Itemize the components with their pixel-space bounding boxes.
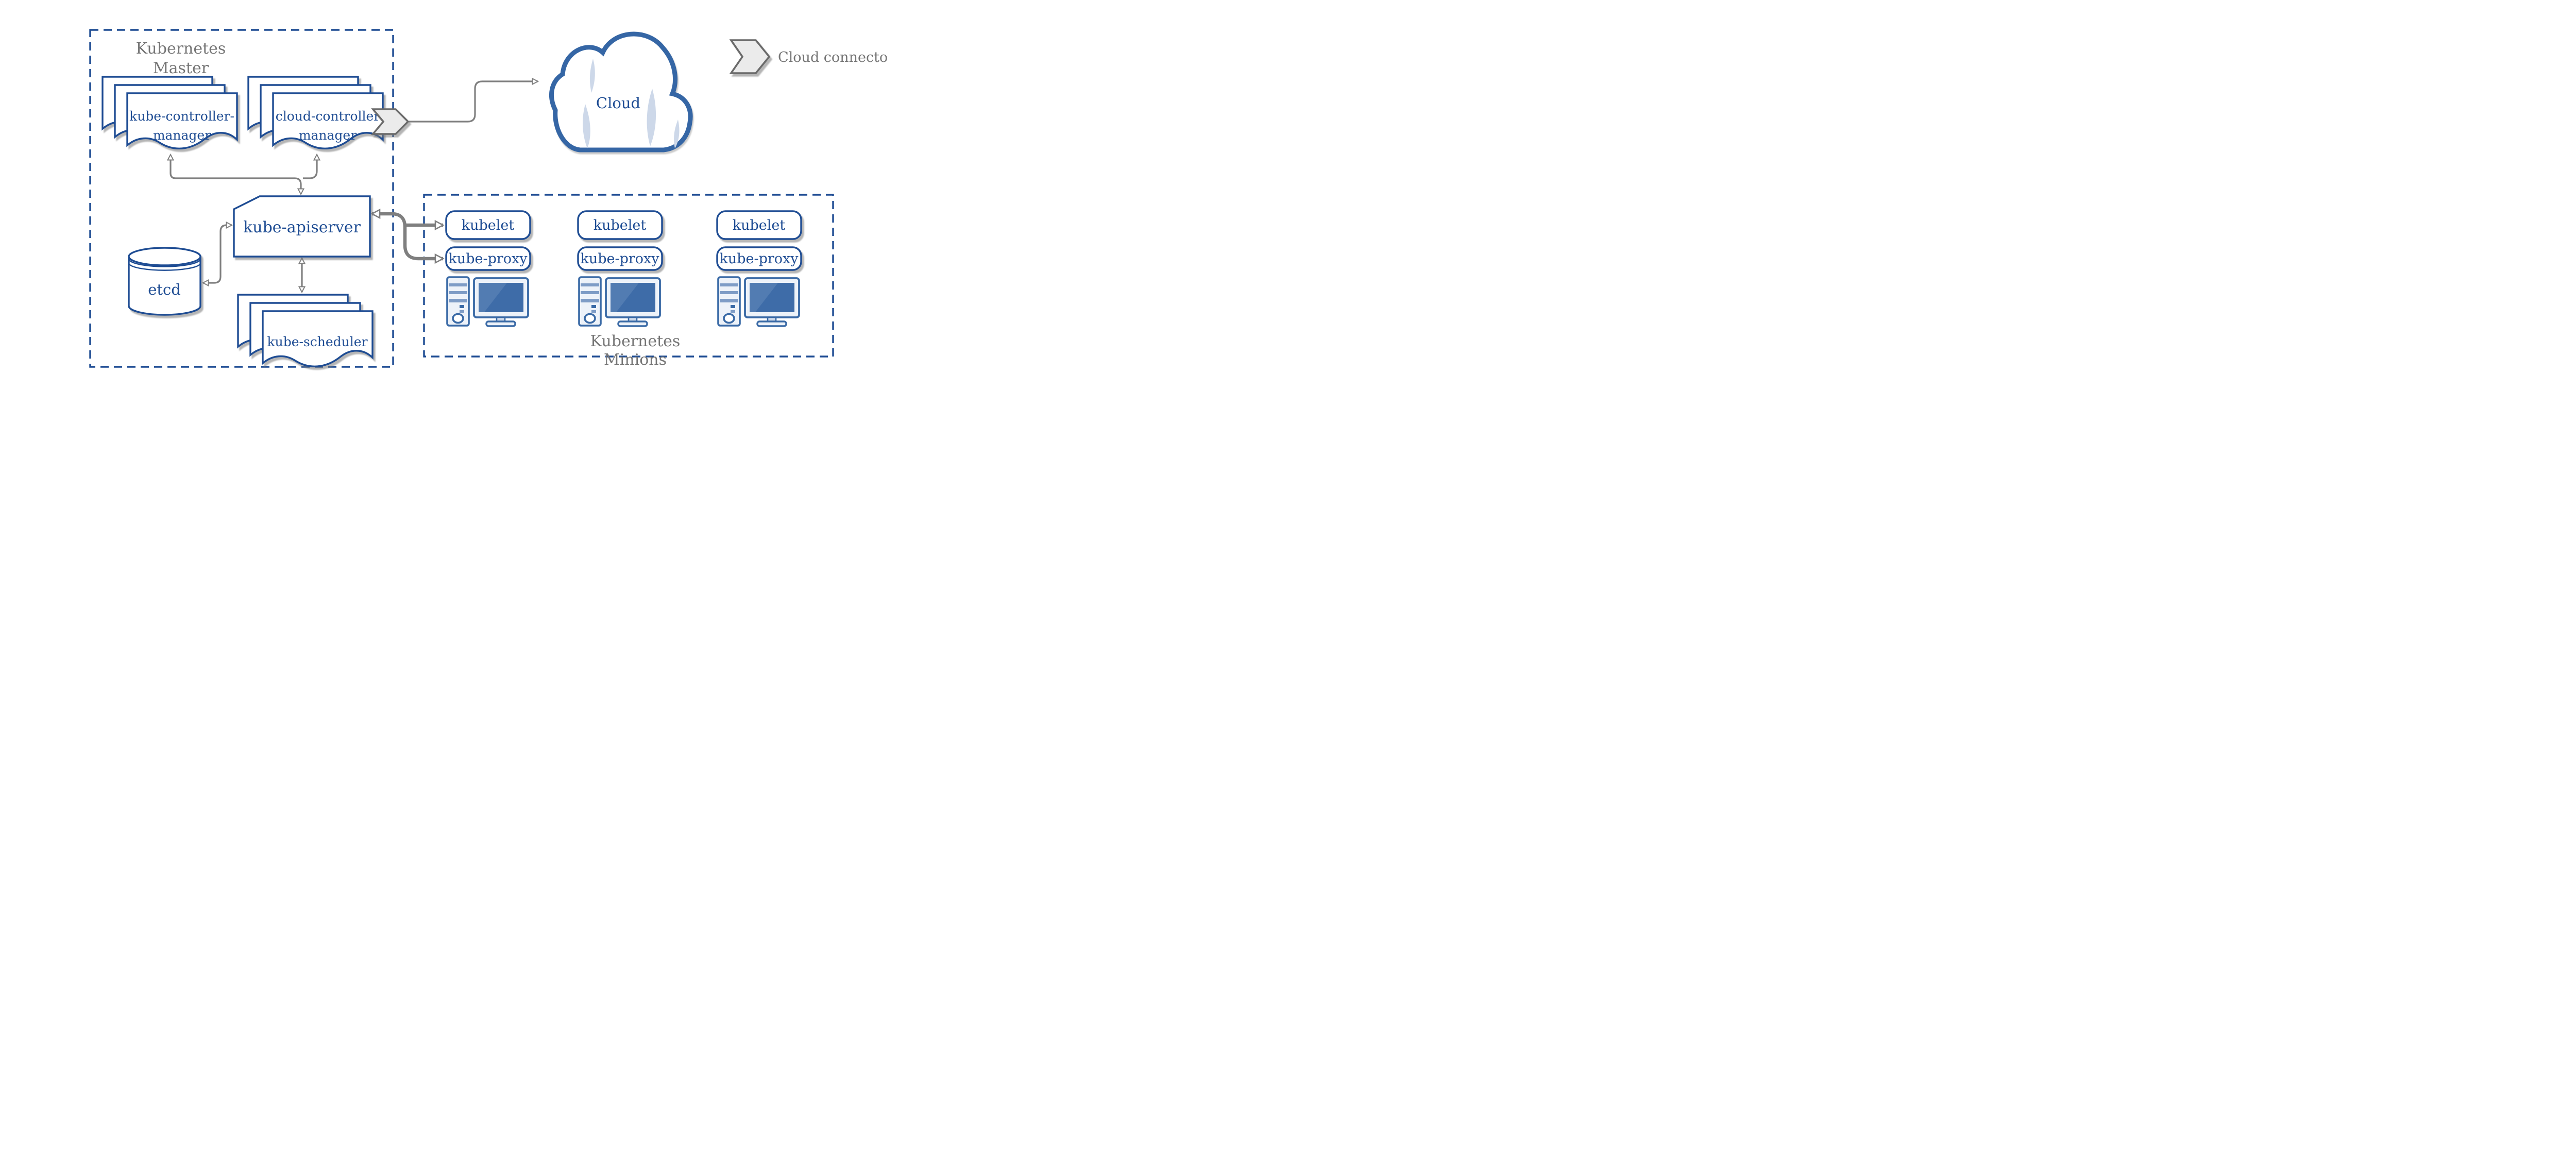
- kubelet-label: kubelet: [462, 217, 515, 233]
- etcd-database-icon: [128, 247, 201, 316]
- kubelet-label: kubelet: [594, 217, 647, 233]
- master-title-line1: Kubernetes: [136, 40, 226, 58]
- master-title-line2: Master: [153, 59, 209, 77]
- minion-node: kubelet kube-proxy: [577, 210, 663, 327]
- legend-cloud-connector-icon: [729, 39, 771, 74]
- legend-cloud-connector-label: Cloud connector: [778, 49, 888, 65]
- apiserver-controllers-connector: [171, 155, 317, 194]
- etcd-label: etcd: [148, 281, 181, 298]
- computer-icon: [578, 276, 661, 327]
- minions-title-line2: Minions: [604, 351, 667, 369]
- cloud-icon: [549, 31, 693, 152]
- minions-title-line1: Kubernetes: [590, 332, 681, 350]
- computer-icon: [717, 276, 800, 327]
- kube-proxy-box: [577, 246, 663, 271]
- etcd-apiserver-connector: [203, 225, 232, 283]
- kube-proxy-box: [716, 246, 802, 271]
- kubelet-box: [716, 210, 802, 240]
- kubelet-box: [577, 210, 663, 240]
- kube-apiserver-label: kube-apiserver: [243, 218, 361, 236]
- cloud-connector-arrow: [409, 81, 538, 123]
- kubernetes-master-boundary: [89, 29, 394, 368]
- kubelet-box: [445, 210, 531, 240]
- kubernetes-architecture-diagram: kube-controller- manager cloud-controlle…: [0, 0, 888, 384]
- computer-icon: [446, 276, 529, 327]
- kube-proxy-label: kube-proxy: [719, 251, 799, 267]
- apiserver-minions-connector: [372, 214, 443, 259]
- kube-scheduler-docs-icon: [237, 294, 374, 368]
- kube-proxy-label: kube-proxy: [580, 251, 659, 267]
- cloud-connector-chevron-icon: [371, 108, 410, 135]
- kube-controller-manager-label-line2: manager: [153, 128, 211, 143]
- kube-scheduler-label: kube-scheduler: [267, 334, 367, 349]
- minion-node: kubelet kube-proxy: [445, 210, 531, 327]
- kube-controller-manager-label-line1: kube-controller-: [129, 109, 234, 124]
- kubernetes-minions-boundary: [423, 194, 834, 358]
- kube-apiserver-box: [233, 195, 371, 258]
- kubelet-label: kubelet: [733, 217, 786, 233]
- cloud-controller-manager-label-line1: cloud-controller: [276, 109, 380, 124]
- minion-node: kubelet kube-proxy: [716, 210, 802, 327]
- kube-proxy-label: kube-proxy: [448, 251, 528, 267]
- cloud-label: Cloud: [596, 94, 640, 112]
- cloud-controller-manager-label-line2: manager: [299, 128, 357, 143]
- kube-proxy-box: [445, 246, 531, 271]
